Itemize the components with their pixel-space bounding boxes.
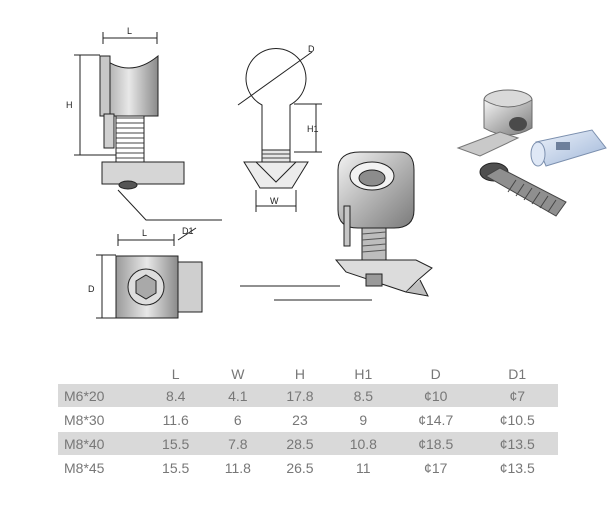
table-cell: 15.5 — [144, 455, 208, 480]
side-length-label: L — [127, 26, 132, 36]
front-width-label: W — [270, 196, 279, 206]
table-cell: 11.8 — [207, 455, 269, 480]
table-cell: 28.5 — [268, 431, 332, 456]
front-h1-label: H1 — [307, 124, 319, 134]
bottom-d1-label: D1 — [182, 226, 194, 236]
side-view — [74, 32, 222, 221]
table-header: H1 — [354, 366, 373, 382]
bottom-length-label: L — [142, 228, 147, 238]
table-cell: ¢13.5 — [476, 431, 558, 456]
table-header: D — [430, 366, 441, 382]
table-cell: ¢13.5 — [476, 455, 558, 480]
table-cell: 26.5 — [268, 455, 332, 480]
front-diameter-label: D — [308, 44, 315, 54]
table-cell: 15.5 — [144, 431, 208, 456]
table-cell: ¢7 — [476, 384, 558, 408]
side-height-label: H — [66, 100, 73, 110]
table-cell: 17.8 — [268, 384, 332, 408]
table-cell: 8.4 — [144, 384, 208, 408]
bottom-view — [96, 227, 203, 319]
table-row: M8*40 15.5 7.8 28.5 10.8 ¢18.5 ¢13.5 — [58, 431, 558, 456]
table-cell: M8*30 — [58, 407, 144, 432]
table-cell: M8*40 — [58, 431, 144, 456]
table-header-row: L W H H1 D D1 — [58, 364, 558, 384]
table-cell: M6*20 — [58, 384, 144, 408]
table-row: M6*20 8.4 4.1 17.8 8.5 ¢10 ¢7 — [58, 384, 558, 408]
table-cell: 8.5 — [331, 384, 395, 408]
technical-drawing: L H D H1 W L D1 D — [66, 26, 608, 319]
table-cell: 9 — [331, 407, 395, 432]
table-header: D1 — [508, 366, 527, 382]
table-cell: ¢17 — [394, 455, 477, 480]
product-photo — [456, 82, 608, 228]
table-row: M8*45 15.5 11.8 26.5 11 ¢17 ¢13.5 — [58, 455, 558, 480]
table-header — [58, 364, 144, 384]
table-header: W — [231, 366, 245, 382]
table-cell: ¢18.5 — [394, 431, 477, 456]
table-header: L — [171, 366, 180, 382]
table-cell: 7.8 — [207, 431, 269, 456]
bottom-d-label: D — [88, 284, 95, 294]
table-cell: 11 — [331, 455, 395, 480]
table-cell: 4.1 — [207, 384, 269, 408]
assembly-illustration — [240, 151, 433, 301]
table-header: H — [294, 366, 306, 382]
table-cell: 11.6 — [144, 407, 208, 432]
table-row: M8*30 11.6 6 23 9 ¢14.7 ¢10.5 — [58, 407, 558, 432]
table-cell: ¢14.7 — [394, 407, 477, 432]
table-cell: 6 — [207, 407, 269, 432]
table-cell: M8*45 — [58, 455, 144, 480]
spec-table: L W H H1 D D1 M6*20 8.4 4.1 17.8 8.5 ¢10… — [58, 364, 558, 480]
table-cell: ¢10.5 — [476, 407, 558, 432]
table-cell: 10.8 — [331, 431, 395, 456]
table-cell: ¢10 — [394, 384, 477, 408]
table-cell: 23 — [268, 407, 332, 432]
front-view — [237, 48, 322, 212]
